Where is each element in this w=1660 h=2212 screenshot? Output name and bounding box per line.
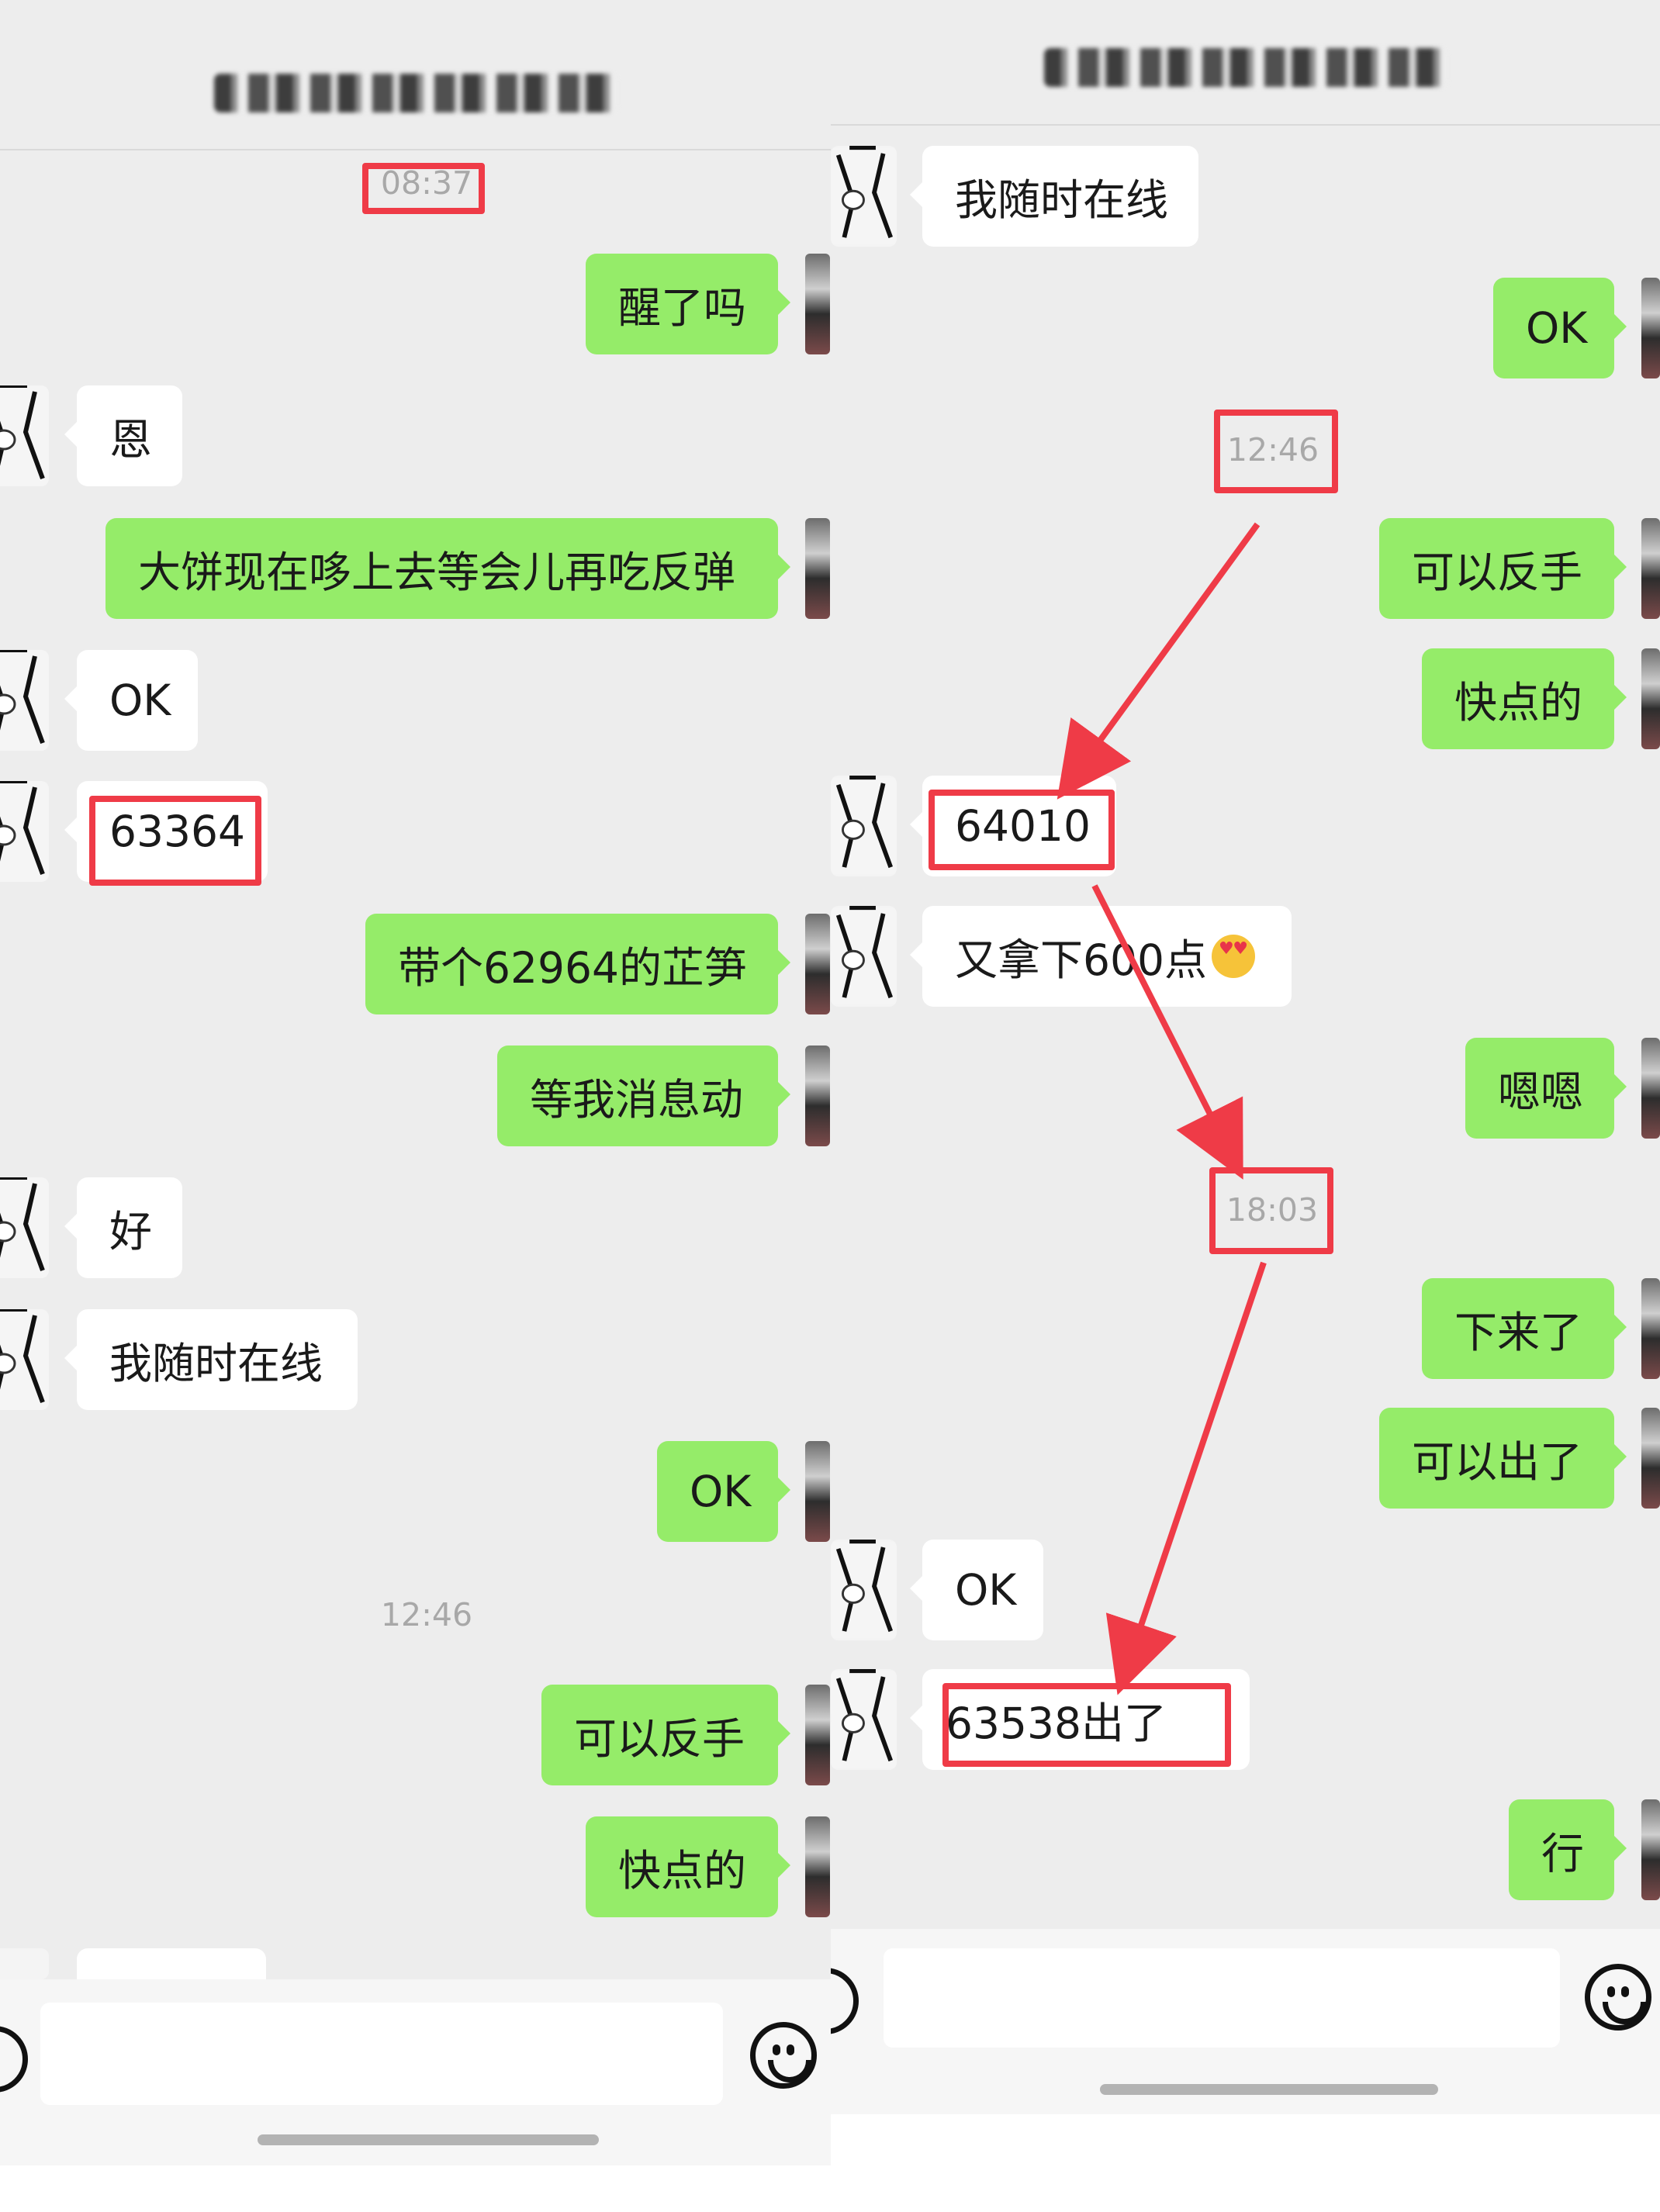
message-bubble-outgoing[interactable]: 可以出了 [1379,1408,1627,1509]
self-avatar[interactable] [805,518,830,619]
contact-avatar[interactable] [831,906,897,1007]
contact-avatar[interactable] [0,1948,49,1979]
timestamp: 12:46 [1226,431,1319,468]
header-divider [831,124,1660,126]
voice-icon[interactable] [831,1968,859,2034]
message-bubble-outgoing[interactable]: 行 [1509,1799,1627,1900]
smiley-face-icon[interactable] [750,2022,817,2089]
self-avatar[interactable] [1641,278,1660,378]
chat-panel-right: 我随时在线 OK 12:46 可以反手 快点的 64010 又拿下600点 嗯嗯… [831,0,1660,2212]
heart-eyes-emoji [1211,935,1255,978]
message-bubble-incoming-partial [77,1948,266,1979]
self-avatar[interactable] [805,1816,830,1917]
message-bubble-outgoing[interactable]: 快点的 [586,1816,790,1917]
contact-avatar[interactable] [831,1669,897,1770]
message-bubble-incoming[interactable]: 好 [64,1177,182,1278]
self-avatar[interactable] [1641,518,1660,619]
message-bubble-incoming[interactable]: OK [910,1540,1043,1640]
self-avatar[interactable] [805,1046,830,1146]
chat-panel-left: 08:37 醒了吗 恩 大饼现在哆上去等会儿再吃反弹 OK 63364 带个62… [0,74,831,2212]
message-bubble-incoming[interactable]: 又拿下600点 [910,906,1292,1007]
input-bar [0,1979,831,2165]
home-indicator [258,2134,599,2145]
blurred-contact-name [1043,48,1447,87]
message-bubble-outgoing[interactable]: OK [657,1441,790,1542]
message-bubble-incoming[interactable]: 恩 [64,385,182,486]
smiley-face-icon[interactable] [1585,1964,1651,2031]
bottom-safe-area [831,2114,1660,2212]
highlight-box [1209,1167,1333,1254]
self-avatar[interactable] [1641,648,1660,749]
self-avatar[interactable] [805,254,830,354]
highlight-box [362,163,485,214]
message-bubble-outgoing[interactable]: 嗯嗯 [1465,1038,1627,1139]
message-bubble-outgoing[interactable]: 带个62964的芷笋 [365,914,790,1014]
self-avatar[interactable] [805,914,830,1014]
highlight-box [1214,410,1338,493]
timestamp: 08:37 [380,164,473,202]
message-bubble-outgoing[interactable]: 快点的 [1422,648,1627,749]
self-avatar[interactable] [1641,1038,1660,1139]
message-input[interactable] [884,1948,1560,2048]
contact-avatar[interactable] [0,781,49,882]
message-bubble-outgoing[interactable]: OK [1493,278,1627,378]
message-bubble-incoming[interactable]: 我随时在线 [910,146,1198,247]
timestamp: 12:46 [380,1596,473,1633]
red-arrow-icon [1057,522,1267,1695]
blurred-contact-name [213,74,617,112]
highlight-box [929,790,1115,870]
message-text: 又拿下600点 [955,935,1207,985]
bottom-safe-area [0,2165,831,2212]
self-avatar[interactable] [1641,1408,1660,1509]
header-divider [0,149,831,150]
self-avatar[interactable] [1641,1278,1660,1379]
message-bubble-outgoing[interactable]: 醒了吗 [586,254,790,354]
home-indicator [1100,2084,1438,2095]
self-avatar[interactable] [1641,1799,1660,1900]
input-bar [831,1929,1660,2115]
contact-avatar[interactable] [831,146,897,247]
contact-avatar[interactable] [0,385,49,486]
self-avatar[interactable] [805,1685,830,1785]
message-bubble-incoming[interactable]: OK [64,650,198,751]
message-bubble-incoming[interactable]: 我随时在线 [64,1309,358,1410]
contact-avatar[interactable] [0,1309,49,1410]
message-bubble-outgoing[interactable]: 可以反手 [541,1685,790,1785]
contact-avatar[interactable] [0,1177,49,1278]
message-bubble-outgoing[interactable]: 可以反手 [1379,518,1627,619]
highlight-box [89,796,261,886]
message-input[interactable] [40,2003,723,2105]
message-bubble-outgoing[interactable]: 等我消息动 [497,1046,790,1146]
message-bubble-outgoing[interactable]: 下来了 [1422,1278,1627,1379]
self-avatar[interactable] [805,1441,830,1542]
highlight-box [942,1683,1231,1767]
contact-avatar[interactable] [0,650,49,751]
contact-avatar[interactable] [831,776,897,876]
contact-avatar[interactable] [831,1540,897,1640]
message-bubble-outgoing[interactable]: 大饼现在哆上去等会儿再吃反弹 [105,518,790,619]
voice-icon[interactable] [0,2026,28,2093]
timestamp: 18:03 [1226,1191,1319,1229]
